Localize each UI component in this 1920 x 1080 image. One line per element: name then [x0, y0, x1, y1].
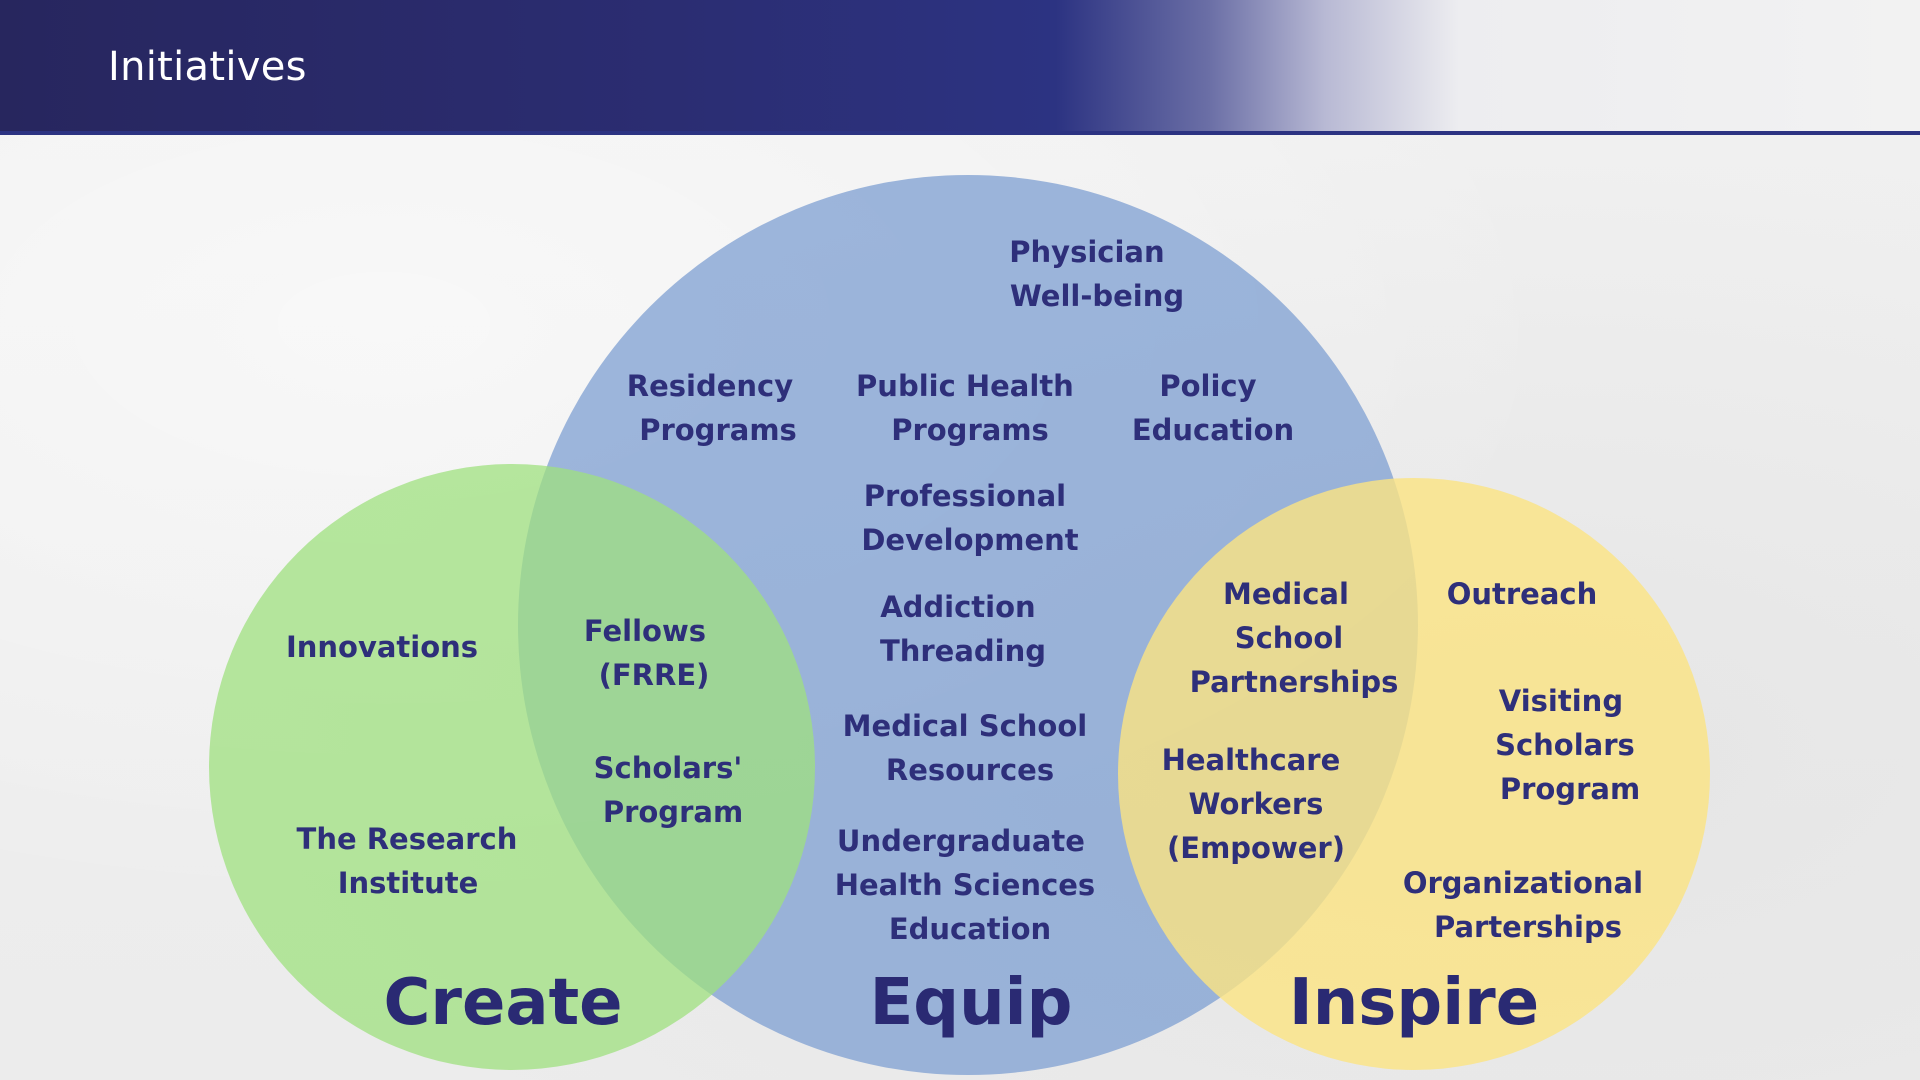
- item-line: Innovations: [286, 630, 478, 664]
- item-line: Medical School: [843, 709, 1088, 743]
- item-line: The Research: [297, 822, 518, 856]
- item-line: Professional: [864, 479, 1066, 513]
- item-line: (FRRE): [599, 658, 710, 692]
- item-line: Partnerships: [1190, 665, 1399, 699]
- item-line: Addiction: [880, 590, 1035, 624]
- header-divider: [0, 131, 1920, 135]
- item-line: Outreach: [1447, 577, 1598, 611]
- item-residency-programs: Residency Programs: [627, 369, 803, 447]
- item-fellows-frre: Fellows (FRRE): [584, 614, 716, 692]
- item-professional-development: Professional Development: [861, 479, 1078, 557]
- item-public-health-programs: Public Health Programs: [856, 369, 1084, 447]
- item-line: Visiting: [1499, 684, 1623, 718]
- item-line: Programs: [639, 413, 797, 447]
- item-line: Threading: [880, 634, 1046, 668]
- item-outreach: Outreach: [1447, 577, 1598, 611]
- item-line: Education: [1132, 413, 1294, 447]
- item-line: Resources: [886, 753, 1054, 787]
- item-undergraduate-health-sciences: Undergraduate Health Sciences Education: [835, 824, 1106, 946]
- item-visiting-scholars: Visiting Scholars Program: [1495, 684, 1645, 806]
- header-bar: [0, 0, 1920, 133]
- item-physician-wellbeing: Physician Well-being: [1009, 235, 1184, 313]
- item-line: Workers: [1188, 787, 1323, 821]
- item-addiction-threading: Addiction Threading: [880, 590, 1046, 668]
- item-line: Residency: [627, 369, 793, 403]
- create-label: Create: [383, 966, 622, 1040]
- item-policy-education: Policy Education: [1132, 369, 1294, 447]
- item-line: Policy: [1159, 369, 1256, 403]
- item-line: Health Sciences: [835, 868, 1096, 902]
- item-line: Well-being: [1010, 279, 1184, 313]
- item-medical-school-partnerships: Medical School Partnerships: [1190, 577, 1399, 699]
- item-scholars-program: Scholars' Program: [594, 751, 753, 829]
- create-circle: [209, 464, 815, 1070]
- item-line: Scholars: [1495, 728, 1635, 762]
- item-medical-school-resources: Medical School Resources: [843, 709, 1098, 787]
- item-line: Fellows: [584, 614, 706, 648]
- page-title: Initiatives: [108, 44, 307, 90]
- item-line: Parterships: [1434, 910, 1622, 944]
- item-line: Scholars': [594, 751, 743, 785]
- item-line: Program: [603, 795, 743, 829]
- item-line: Education: [889, 912, 1051, 946]
- item-line: (Empower): [1167, 831, 1345, 865]
- equip-label: Equip: [870, 966, 1073, 1040]
- item-healthcare-workers: Healthcare Workers (Empower): [1162, 743, 1351, 865]
- item-line: Development: [861, 523, 1078, 557]
- item-line: Programs: [891, 413, 1049, 447]
- item-line: Healthcare: [1162, 743, 1341, 777]
- inspire-circle: [1118, 478, 1710, 1070]
- item-organizational-partnerships: Organizational Parterships: [1403, 866, 1653, 944]
- item-line: Program: [1500, 772, 1640, 806]
- item-line: Institute: [338, 866, 479, 900]
- inspire-label: Inspire: [1289, 966, 1539, 1040]
- item-line: Undergraduate: [837, 824, 1085, 858]
- item-line: Organizational: [1403, 866, 1643, 900]
- item-line: Public Health: [856, 369, 1074, 403]
- item-line: School: [1235, 621, 1344, 655]
- item-innovations: Innovations: [286, 630, 478, 664]
- item-research-institute: The Research Institute: [297, 822, 528, 900]
- item-line: Physician: [1009, 235, 1164, 269]
- item-line: Medical: [1223, 577, 1349, 611]
